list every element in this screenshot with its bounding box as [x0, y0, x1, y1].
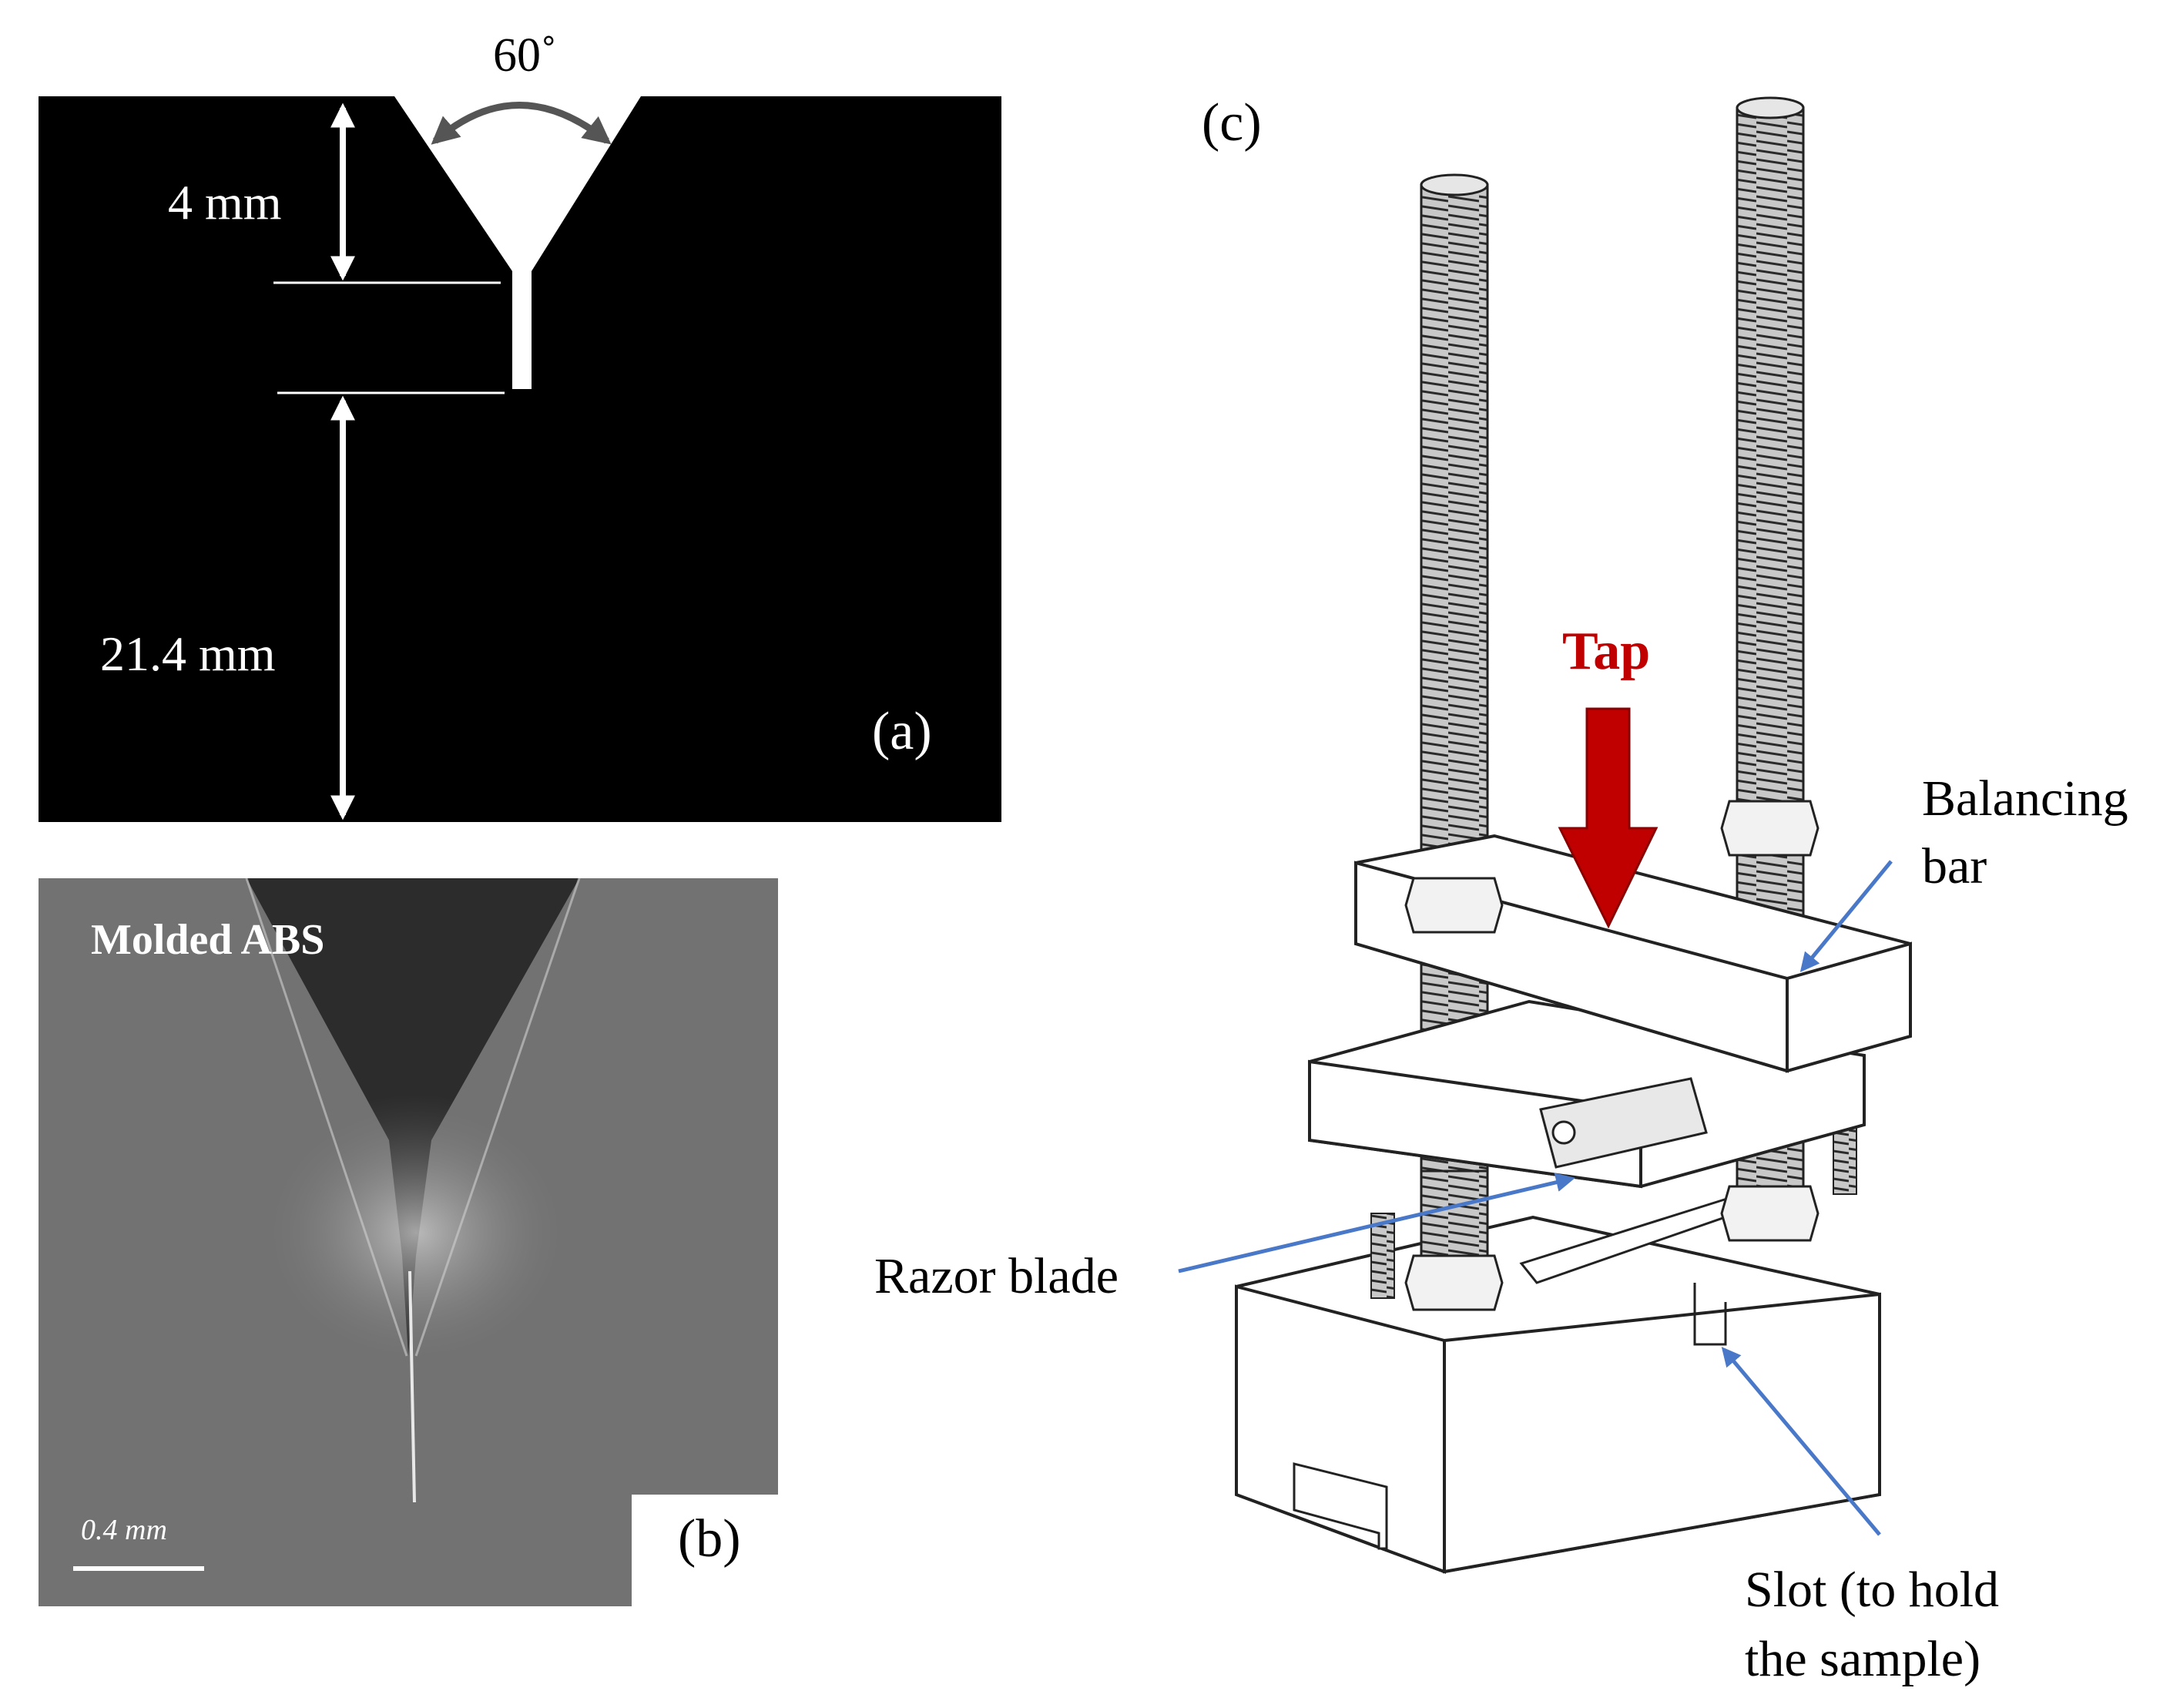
micrograph-craze-zone	[254, 1094, 578, 1371]
left-small-bolt	[1370, 1213, 1395, 1299]
scale-bar-label: 0.4 mm	[81, 1514, 167, 1546]
notch-angle-arc	[431, 102, 612, 145]
sample-slot-cut	[1693, 1283, 1727, 1346]
slot-label-line2: the sample)	[1745, 1631, 1981, 1687]
right-lower-nut	[1720, 1185, 1820, 1242]
panel-a-specimen-diagram: 60˚ 4 mm 21.4 mm (a)	[39, 29, 1001, 822]
panel-b-label-box	[632, 1495, 778, 1606]
balancing-bar-label-line1: Balancing	[1922, 770, 2128, 827]
panel-a-label: (a)	[872, 702, 932, 761]
panel-c-fixture-diagram: (c)	[874, 93, 2128, 1687]
micrograph-notch-edge-right	[414, 877, 581, 1357]
micrograph-notch-edge-left	[245, 877, 408, 1357]
panel-c-label: (c)	[1202, 93, 1262, 153]
panel-b-label: (b)	[678, 1509, 741, 1569]
balancing-bar-label-line2: bar	[1922, 838, 1987, 894]
micrograph-caption: Molded ABS	[91, 916, 324, 964]
notch-angle-label: 60˚	[493, 29, 557, 82]
balancing-bar-pointer	[1799, 860, 1893, 972]
v-notch	[394, 96, 641, 389]
razor-blade-pointer	[1178, 1173, 1575, 1273]
left-rod-top	[1420, 173, 1489, 196]
base-bottom-slot	[1293, 1462, 1388, 1550]
notch-depth-label: 4 mm	[168, 175, 282, 230]
tap-label: Tap	[1562, 622, 1650, 681]
left-upper-nut	[1404, 877, 1504, 934]
ligament-depth-label: 21.4 mm	[100, 626, 276, 681]
right-upper-nut	[1720, 800, 1820, 857]
slot-label-line1: Slot (to hold	[1745, 1562, 1999, 1618]
razor-blade	[1539, 1077, 1708, 1169]
tap-arrow	[1558, 707, 1659, 929]
base-block	[1235, 1196, 1881, 1574]
slot-pointer	[1721, 1347, 1881, 1536]
right-rod-top	[1736, 96, 1805, 119]
panel-b-micrograph: Molded ABS 0.4 mm (b)	[39, 877, 778, 1606]
micrograph-crack	[408, 1270, 416, 1503]
left-spring	[1420, 1169, 1489, 1265]
left-lower-nut	[1404, 1254, 1504, 1311]
razor-blade-label: Razor blade	[874, 1248, 1119, 1304]
